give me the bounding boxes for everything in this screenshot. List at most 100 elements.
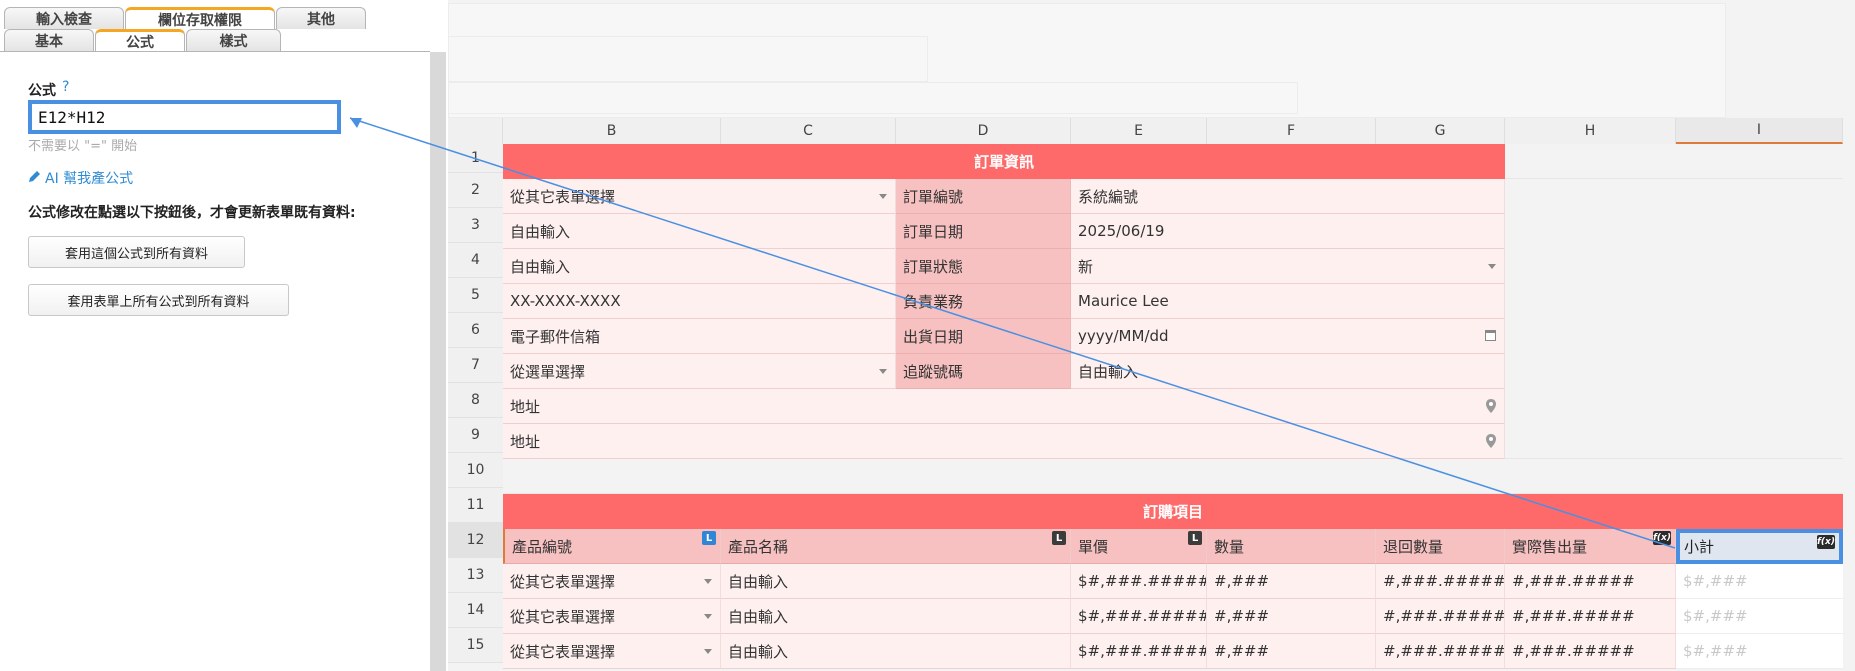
ai-formula-link-label: AI 幫我產公式 — [45, 171, 134, 187]
row-header[interactable]: 9 — [448, 418, 503, 453]
row-header[interactable]: 14 — [448, 593, 503, 628]
link-badge-icon: L — [1188, 531, 1202, 545]
dropdown-arrow-icon — [879, 194, 887, 199]
empty-cell[interactable] — [1505, 144, 1843, 179]
col-header-c[interactable]: C — [721, 118, 896, 144]
tab-basic[interactable]: 基本 — [4, 29, 94, 51]
row-header[interactable]: 15 — [448, 628, 503, 663]
col-header-d[interactable]: D — [896, 118, 1071, 144]
row-header[interactable]: 8 — [448, 383, 503, 418]
cell-text: 產品名稱 — [728, 537, 789, 556]
email-cell[interactable]: 電子郵件信箱 — [503, 319, 896, 354]
quantity-cell[interactable]: #,### — [1207, 599, 1376, 634]
product-id-cell[interactable]: 從其它表單選擇 — [503, 564, 721, 599]
quantity-cell[interactable]: #,### — [1207, 564, 1376, 599]
product-id-cell[interactable]: 從其它表單選擇 — [503, 599, 721, 634]
phone-cell[interactable]: XX-XXXX-XXXX — [503, 284, 896, 319]
tab-style[interactable]: 樣式 — [186, 29, 281, 51]
ship-date-cell[interactable]: yyyy/MM/dd — [1071, 319, 1505, 354]
subtotal-cell[interactable]: $#,### — [1676, 634, 1843, 669]
header-returned-qty[interactable]: 退回數量 — [1376, 529, 1505, 564]
order-date-cell[interactable]: 2025/06/19 — [1071, 214, 1505, 249]
row-header[interactable]: 7 — [448, 348, 503, 383]
tab-input-validation[interactable]: 輸入檢查 — [4, 7, 124, 29]
label-sales-rep[interactable]: 負責業務 — [896, 284, 1071, 319]
row-header[interactable]: 3 — [448, 208, 503, 243]
free-input-cell[interactable]: 自由輸入 — [503, 249, 896, 284]
actual-sold-cell[interactable]: #,###.##### — [1505, 634, 1676, 669]
tab-field-access[interactable]: 欄位存取權限 — [125, 7, 275, 29]
quantity-cell[interactable]: #,### — [1207, 634, 1376, 669]
product-name-cell[interactable]: 自由輸入 — [721, 599, 1071, 634]
cell-text: 小計 — [1684, 538, 1715, 556]
tab-other[interactable]: 其他 — [276, 7, 366, 29]
formula-input[interactable] — [28, 100, 341, 134]
order-status-cell[interactable]: 新 — [1071, 249, 1505, 284]
section-header-order-items[interactable]: 訂購項目 — [503, 494, 1843, 529]
menu-select-cell[interactable]: 從選單選擇 — [503, 354, 896, 389]
row-header[interactable]: 1 — [448, 144, 503, 173]
address-cell[interactable]: 地址 — [503, 389, 1505, 424]
actual-sold-cell[interactable]: #,###.##### — [1505, 599, 1676, 634]
label-tracking-no[interactable]: 追蹤號碼 — [896, 354, 1071, 389]
label-order-status[interactable]: 訂單狀態 — [896, 249, 1071, 284]
col-header-filler — [1843, 118, 1855, 144]
help-icon[interactable]: ? — [62, 79, 70, 95]
unit-price-cell[interactable]: $#,###.##### — [1071, 634, 1207, 669]
map-pin-icon — [1486, 399, 1496, 413]
returned-qty-cell[interactable]: #,###.##### — [1376, 634, 1505, 669]
subtotal-cell[interactable]: $#,### — [1676, 599, 1843, 634]
row-header[interactable]: 4 — [448, 243, 503, 278]
header-quantity[interactable]: 數量 — [1207, 529, 1376, 564]
tracking-no-cell[interactable]: 自由輸入 — [1071, 354, 1505, 389]
apply-all-formulas-button[interactable]: 套用表單上所有公式到所有資料 — [28, 284, 289, 316]
ai-formula-link[interactable]: AI 幫我產公式 — [28, 168, 133, 188]
customer-select-cell[interactable]: 從其它表單選擇 — [503, 179, 896, 214]
row-header[interactable]: 6 — [448, 313, 503, 348]
actual-sold-cell[interactable]: #,###.##### — [1505, 564, 1676, 599]
cell-text: 單價 — [1078, 537, 1109, 556]
row-header[interactable]: 10 — [448, 453, 503, 488]
label-order-date[interactable]: 訂單日期 — [896, 214, 1071, 249]
header-unit-price[interactable]: 單價 L — [1071, 529, 1207, 564]
col-header-i[interactable]: I — [1676, 118, 1843, 144]
col-header-g[interactable]: G — [1376, 118, 1505, 144]
col-header-b[interactable]: B — [503, 118, 721, 144]
address-cell[interactable]: 地址 — [503, 424, 1505, 459]
row-header[interactable]: 13 — [448, 558, 503, 593]
product-name-cell[interactable]: 自由輸入 — [721, 564, 1071, 599]
col-header-h[interactable]: H — [1505, 118, 1676, 144]
spreadsheet-grid: B C D E F G H I 1 2 3 4 5 6 7 8 9 10 11 … — [448, 118, 1855, 671]
empty-row[interactable] — [503, 459, 1843, 494]
row-header[interactable]: 12 — [448, 523, 503, 558]
sales-rep-cell[interactable]: Maurice Lee — [1071, 284, 1505, 319]
returned-qty-cell[interactable]: #,###.##### — [1376, 599, 1505, 634]
product-id-cell[interactable]: 從其它表單選擇 — [503, 634, 721, 669]
row-header[interactable]: 5 — [448, 278, 503, 313]
product-name-cell[interactable]: 自由輸入 — [721, 634, 1071, 669]
formula-hint: 不需要以 "=" 開始 — [28, 139, 138, 154]
cell-text: 從選單選擇 — [510, 362, 586, 381]
free-input-cell[interactable]: 自由輸入 — [503, 214, 896, 249]
cell-text: #,###.##### — [1512, 607, 1635, 625]
section-header-order-info[interactable]: 訂單資訊 — [503, 144, 1505, 179]
col-header-e[interactable]: E — [1071, 118, 1207, 144]
col-header-f[interactable]: F — [1207, 118, 1376, 144]
label-ship-date[interactable]: 出貨日期 — [896, 319, 1071, 354]
tab-formula[interactable]: 公式 — [95, 29, 185, 51]
returned-qty-cell[interactable]: #,###.##### — [1376, 564, 1505, 599]
label-order-no[interactable]: 訂單編號 — [896, 179, 1071, 214]
unit-price-cell[interactable]: $#,###.##### — [1071, 564, 1207, 599]
order-no-cell[interactable]: 系統編號 — [1071, 179, 1505, 214]
panel-scrollbar[interactable] — [430, 52, 446, 671]
row-header[interactable]: 11 — [448, 488, 503, 523]
unit-price-cell[interactable]: $#,###.##### — [1071, 599, 1207, 634]
cell-text: $#,###.##### — [1078, 572, 1207, 590]
subtotal-cell[interactable]: $#,### — [1676, 564, 1843, 599]
apply-formula-button[interactable]: 套用這個公式到所有資料 — [28, 236, 245, 268]
row-header[interactable]: 2 — [448, 173, 503, 208]
